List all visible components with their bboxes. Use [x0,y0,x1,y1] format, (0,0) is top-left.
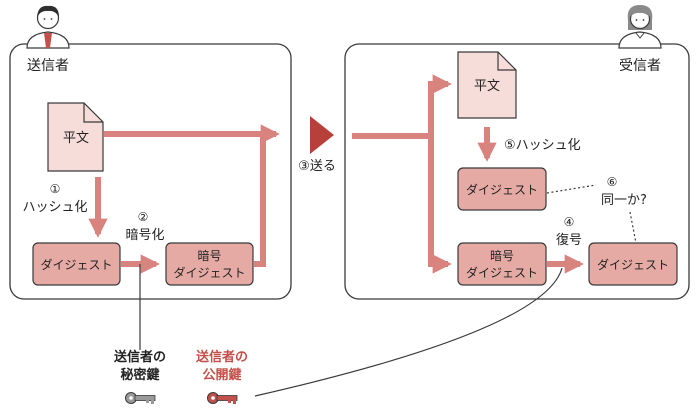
step1-label: ハッシュ化 [22,200,87,215]
step6-number: ⑥ [607,175,618,189]
public-key-curve [254,267,563,397]
receiver-label: 受信者 [619,58,661,74]
receiver-decrypted-digest-label: ダイジェスト [597,257,669,272]
step4-number: ④ [564,215,575,229]
receiver-hashed-digest-box [457,167,547,211]
encrypted-send-line [254,137,266,267]
private-key-label-line2: 秘密鍵 [120,367,159,383]
sender-digest-box [32,242,121,286]
step2-number: ② [138,210,149,224]
compare-dotted-line-2 [629,211,637,244]
private-key-label-line1: 送信者の [113,349,166,365]
receiver-encrypted-line2: ダイジェスト [466,265,538,280]
receiver-person-icon [618,5,662,49]
public-key-icon [207,392,238,404]
public-key-label-line2: 公開鍵 [202,367,241,383]
receiver-encrypted-digest-box [457,242,547,286]
sender-encrypted-line2: ダイジェスト [173,265,245,280]
sender-person-icon [26,5,70,49]
receiver-encrypted-line1: 暗号 [490,248,514,263]
sender-plaintext-document: 平文 [47,102,104,172]
send-arrow [310,116,334,154]
receiver-decrypted-digest-box [588,242,678,286]
sender-encrypted-line1: 暗号 [197,248,221,263]
sender-plaintext-label: 平文 [63,131,89,146]
receiver-plaintext-label: 平文 [474,79,500,94]
step6-label: 同一か? [601,193,647,208]
public-key-label-line1: 送信者の [195,349,248,365]
sender-label: 送信者 [27,58,69,74]
step5-label: ⑤ハッシュ化 [504,138,581,153]
receiver-plaintext-document: 平文 [457,51,517,119]
sender-digest-label: ダイジェスト [40,257,112,272]
private-key-icon [125,392,156,404]
sender-encrypted-digest-box [165,242,254,286]
step1-number: ① [50,182,61,196]
compare-dotted-line [546,184,597,194]
step4-label: 復号 [556,232,582,248]
receiver-hashed-digest-label: ダイジェスト [466,182,538,197]
step3-label: ③送る [298,159,336,174]
step2-label: 暗号化 [125,228,164,243]
